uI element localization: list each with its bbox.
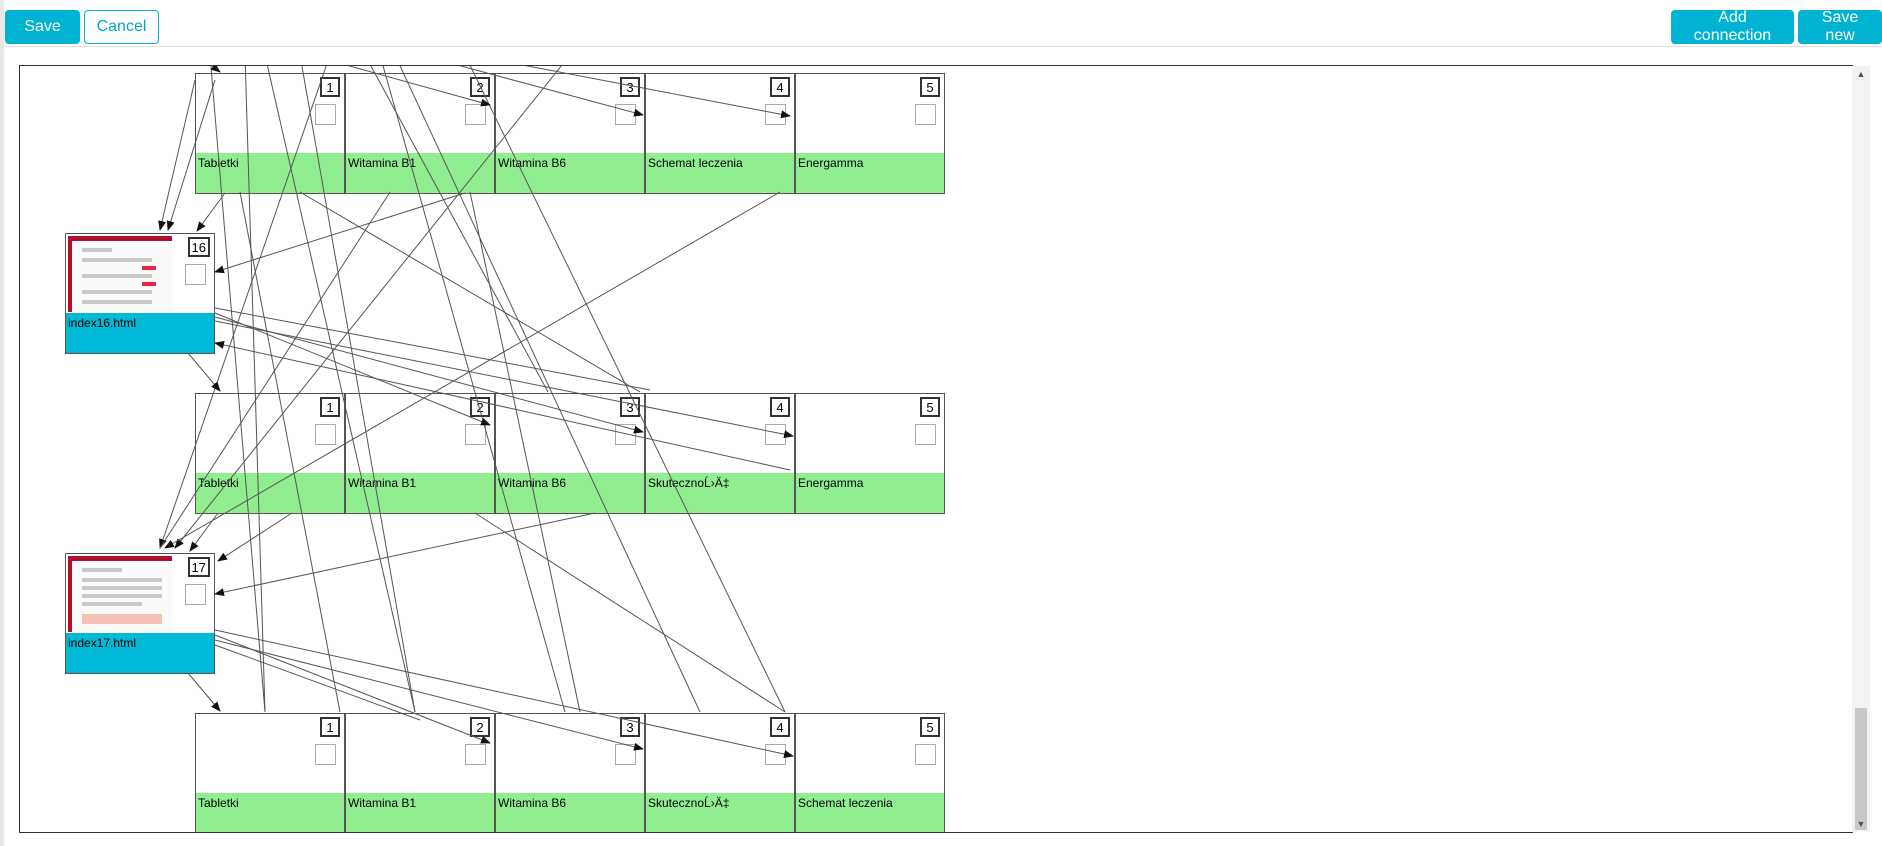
page-thumbnail [68,236,172,312]
node-label: Energamma [796,153,944,193]
node-checkbox[interactable] [185,584,206,605]
answer-node[interactable]: 4 SkutecznoĹ›Ä‡ [645,393,795,514]
node-number: 4 [770,77,790,97]
add-connection-button[interactable]: Add connection [1671,9,1794,44]
answer-node[interactable]: 2 Witamina B1 [345,713,495,832]
save-new-button[interactable]: Save new [1798,9,1882,44]
node-number: 2 [470,717,490,737]
node-number: 4 [770,397,790,417]
node-checkbox[interactable] [315,424,336,445]
node-checkbox[interactable] [185,264,206,285]
answer-node[interactable]: 3 Witamina B6 [495,713,645,832]
node-number: 5 [920,77,940,97]
node-checkbox[interactable] [765,744,786,765]
cancel-button[interactable]: Cancel [84,10,159,44]
answer-node[interactable]: 4 SkutecznoĹ›Ä‡ [645,713,795,832]
toolbar: Save Cancel Add connection Save new [0,0,1882,47]
answer-node[interactable]: 2 Witamina B1 [345,393,495,514]
node-checkbox[interactable] [465,104,486,125]
node-number: 1 [320,717,340,737]
node-label: index16.html [66,313,214,353]
answer-node[interactable]: 3 Witamina B6 [495,393,645,514]
node-checkbox[interactable] [915,104,936,125]
flow-canvas[interactable]: 1 Tabletki 2 Witamina B1 3 Witamina B6 4… [19,65,1853,833]
node-checkbox[interactable] [915,744,936,765]
node-label: Energamma [796,473,944,513]
node-label: Schemat leczenia [796,793,944,832]
node-label: Witamina B1 [346,793,494,832]
node-label: SkutecznoĹ›Ä‡ [646,793,794,832]
node-checkbox[interactable] [615,424,636,445]
node-label: Tabletki [196,793,344,832]
scroll-down-icon[interactable]: ▼ [1856,819,1866,829]
node-checkbox[interactable] [765,104,786,125]
node-number: 1 [320,77,340,97]
answer-node[interactable]: 5 Energamma [795,73,945,194]
node-checkbox[interactable] [465,744,486,765]
node-label: index17.html [66,633,214,673]
node-number: 17 [187,557,210,577]
node-checkbox[interactable] [615,744,636,765]
answer-node[interactable]: 5 Schemat leczenia [795,713,945,832]
node-checkbox[interactable] [315,104,336,125]
node-number: 1 [320,397,340,417]
answer-node[interactable]: 1 Tabletki [195,713,345,832]
answer-node[interactable]: 2 Witamina B1 [345,73,495,194]
scrollbar-thumb[interactable] [1855,708,1867,830]
node-label: Tabletki [196,473,344,513]
node-number: 4 [770,717,790,737]
answer-node[interactable]: 1 Tabletki [195,73,345,194]
node-number: 2 [470,77,490,97]
node-checkbox[interactable] [315,744,336,765]
node-checkbox[interactable] [915,424,936,445]
node-number: 5 [920,397,940,417]
node-label: Witamina B6 [496,153,644,193]
vertical-scrollbar[interactable]: ▲ ▼ [1852,66,1870,832]
node-label: Witamina B6 [496,793,644,832]
node-label: Witamina B1 [346,473,494,513]
node-number: 2 [470,397,490,417]
node-label: Witamina B1 [346,153,494,193]
node-checkbox[interactable] [465,424,486,445]
node-label: Schemat leczenia [646,153,794,193]
node-label: Tabletki [196,153,344,193]
node-label: SkutecznoĹ›Ä‡ [646,473,794,513]
answer-node[interactable]: 5 Energamma [795,393,945,514]
node-number: 3 [620,717,640,737]
answer-node[interactable]: 1 Tabletki [195,393,345,514]
node-number: 3 [620,397,640,417]
scroll-up-icon[interactable]: ▲ [1856,69,1866,79]
node-checkbox[interactable] [765,424,786,445]
node-number: 16 [187,237,210,257]
answer-node[interactable]: 3 Witamina B6 [495,73,645,194]
page-thumbnail [68,556,172,632]
save-button[interactable]: Save [5,10,80,44]
node-checkbox[interactable] [615,104,636,125]
answer-node[interactable]: 4 Schemat leczenia [645,73,795,194]
page-node[interactable]: 17 index17.html [65,553,215,674]
page-node[interactable]: 16 index16.html [65,233,215,354]
node-label: Witamina B6 [496,473,644,513]
node-number: 3 [620,77,640,97]
left-edge [0,0,4,846]
node-number: 5 [920,717,940,737]
